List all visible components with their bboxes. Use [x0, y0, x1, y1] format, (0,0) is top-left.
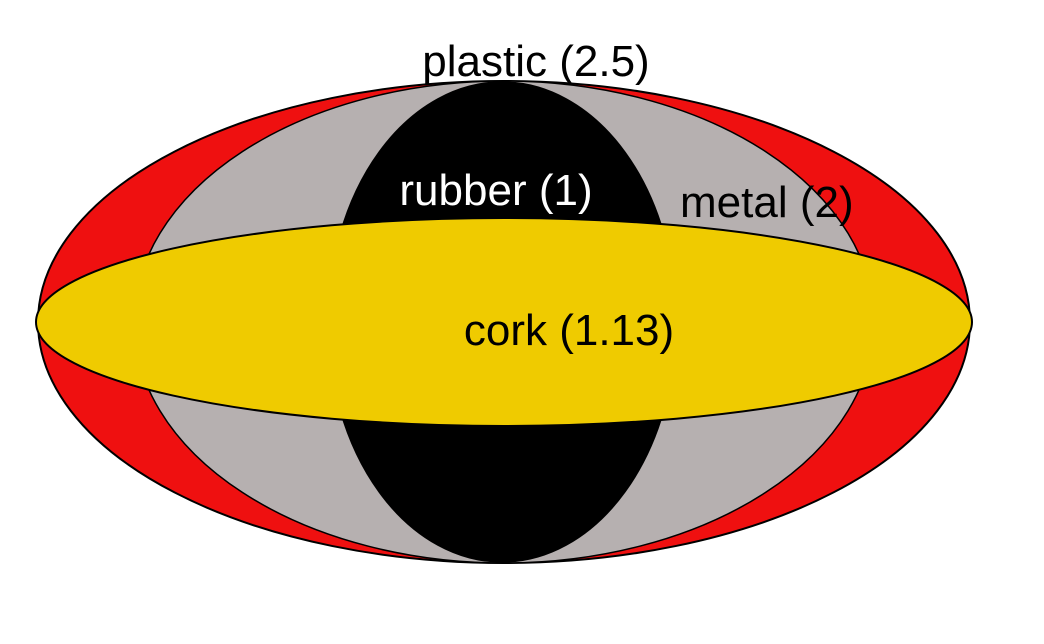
- cork-label: cork (1.13): [464, 306, 674, 355]
- plastic-label: plastic (2.5): [422, 37, 649, 86]
- cork-ellipse: [35, 217, 973, 427]
- metal-label: metal (2): [680, 178, 854, 227]
- rubber-label: rubber (1): [399, 166, 592, 215]
